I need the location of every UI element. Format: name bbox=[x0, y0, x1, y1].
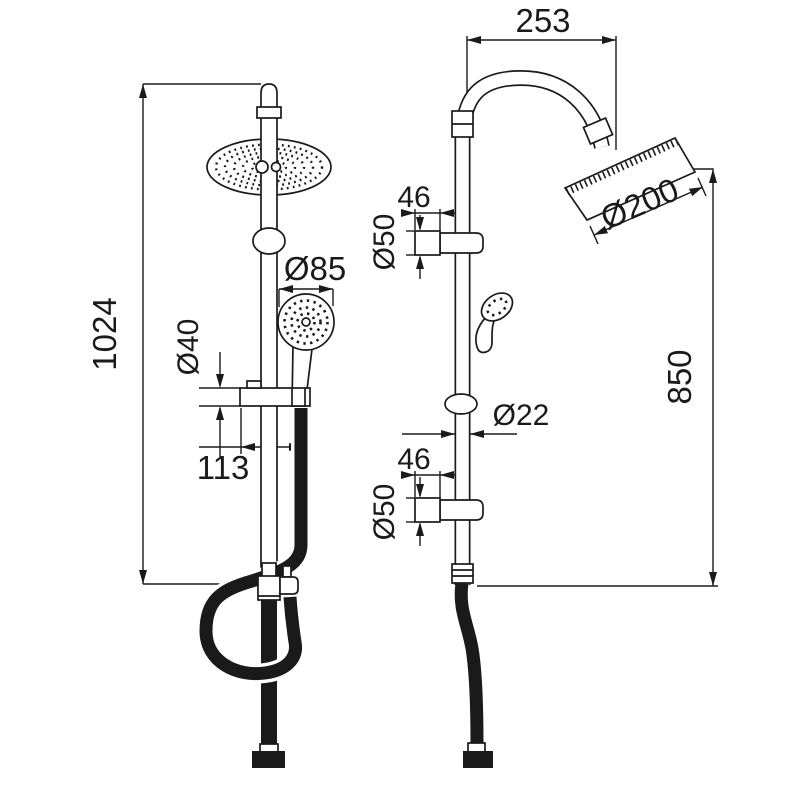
dim-pipe-diameter: Ø22 bbox=[402, 399, 549, 438]
dim-handshower-diameter: Ø85 bbox=[278, 250, 346, 307]
dim-overall-height: 1024 bbox=[86, 83, 261, 585]
head-ball-joint bbox=[255, 160, 269, 174]
hose-nut-side bbox=[463, 751, 493, 768]
side-view-drawing: Ø200 bbox=[414, 69, 707, 768]
riser-pipe-front bbox=[260, 83, 278, 579]
dim-handshower-diameter-label: Ø85 bbox=[284, 250, 346, 287]
dim-slider-diameter-label: Ø40 bbox=[172, 319, 205, 376]
dim-top-bracket-offset-label: 46 bbox=[397, 181, 430, 214]
upper-knob-front bbox=[252, 227, 286, 255]
dim-outlet-height: 850 bbox=[477, 168, 718, 587]
dim-slider-diameter: Ø40 bbox=[172, 319, 240, 458]
handshower-side bbox=[475, 292, 514, 354]
rain-shower-head-side bbox=[563, 136, 697, 222]
dim-arm-projection: 253 bbox=[466, 2, 617, 150]
supply-nipple-front bbox=[259, 743, 279, 753]
dim-arm-projection-label: 253 bbox=[515, 2, 570, 39]
dim-bottom-bracket-diameter: Ø50 bbox=[368, 477, 424, 546]
head-collar bbox=[582, 116, 614, 146]
dim-bottom-bracket-offset: 46 bbox=[397, 443, 463, 499]
hose-connector-side bbox=[451, 563, 474, 584]
knob-side bbox=[444, 393, 478, 415]
supply-nut-front bbox=[252, 751, 285, 768]
dim-bottom-bracket-diameter-label: Ø50 bbox=[368, 484, 401, 541]
hose-nipple-side bbox=[467, 742, 486, 753]
dim-pipe-diameter-label: Ø22 bbox=[493, 399, 550, 432]
front-view-drawing bbox=[195, 83, 335, 768]
head-ball-joint-2 bbox=[270, 161, 282, 173]
slider-bracket-front bbox=[239, 387, 311, 407]
diverter-valve bbox=[257, 562, 299, 601]
dim-top-bracket-diameter-label: Ø50 bbox=[368, 214, 401, 271]
dim-top-bracket-offset: 46 bbox=[397, 181, 463, 231]
handshower-head-front bbox=[277, 293, 335, 351]
wall-bracket-top bbox=[414, 230, 484, 256]
dim-holder-offset-label: 113 bbox=[197, 449, 250, 486]
dim-top-bracket-diameter: Ø50 bbox=[368, 214, 424, 279]
dim-bottom-bracket-offset-label: 46 bbox=[397, 443, 430, 476]
wall-bracket-bottom bbox=[414, 497, 484, 523]
dim-outlet-height-label: 850 bbox=[661, 349, 698, 404]
dim-overall-height-label: 1024 bbox=[86, 297, 123, 370]
riser-collar-front bbox=[256, 106, 282, 119]
slider-bracket-tab bbox=[246, 380, 262, 389]
hose-side bbox=[454, 582, 484, 745]
